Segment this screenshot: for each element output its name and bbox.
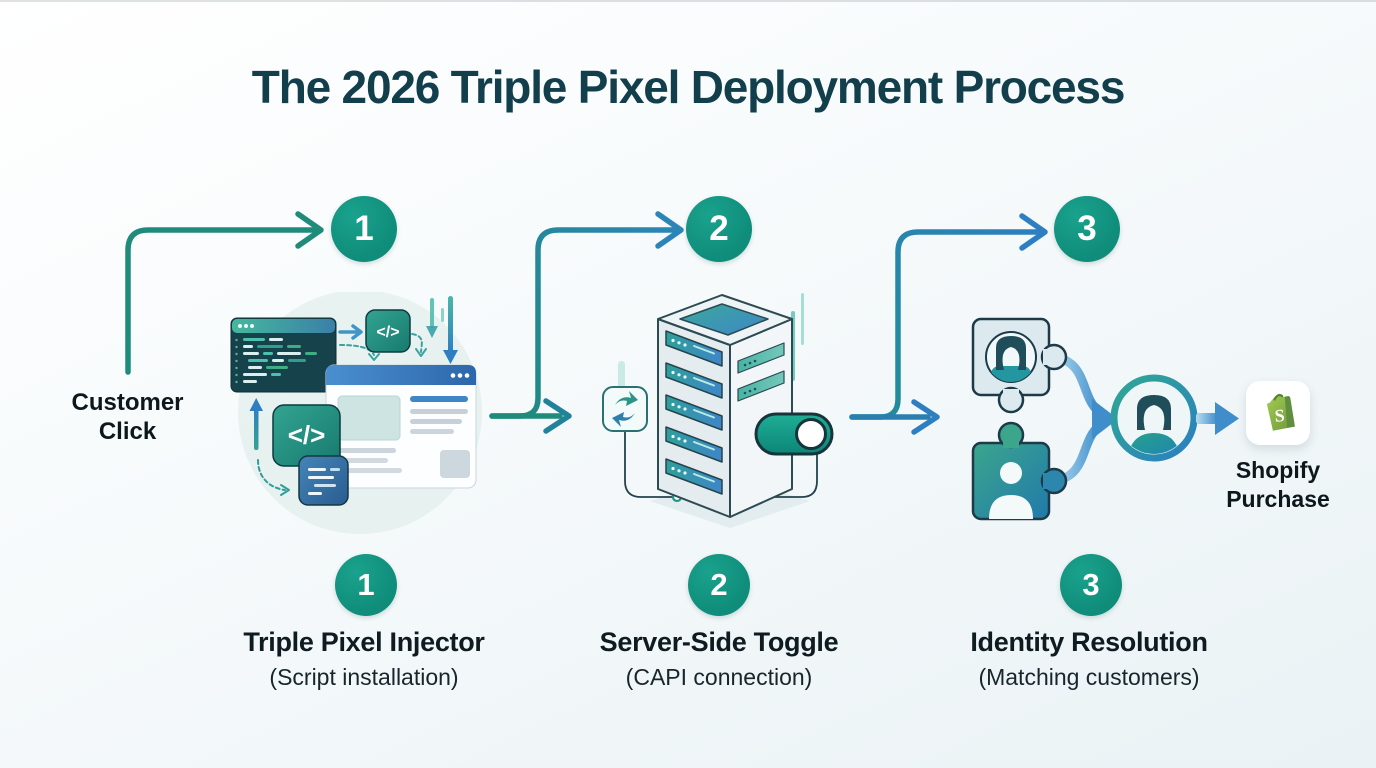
customer-click-line1: Customer (71, 389, 184, 416)
step-3-badge-top: 3 (1054, 196, 1120, 262)
dashed-loop-arrow (257, 459, 290, 496)
step-2-subtitle: (CAPI connection) (625, 664, 813, 690)
shopify-purchase-label: Shopify Purchase (1193, 456, 1363, 514)
step-3-label: Identity Resolution (Matching customers) (919, 626, 1259, 691)
step-1-title: Triple Pixel Injector (243, 627, 485, 657)
arrow-to-shopify-icon (1196, 402, 1239, 435)
browser-window (325, 364, 477, 489)
up-arrow-icon (249, 398, 263, 450)
toggle-icon (754, 412, 834, 456)
code-snippet-icon (298, 455, 349, 506)
step-1-label: Triple Pixel Injector (Script installati… (194, 626, 534, 691)
shopify-label-line1: Shopify (1235, 457, 1321, 483)
top-divider (0, 0, 1376, 2)
puzzle-piece-female (971, 317, 1068, 414)
server-toggle-illustration (602, 293, 834, 528)
pixel-injector-illustration: </> </> (230, 292, 482, 534)
code-editor-window (230, 317, 337, 393)
puzzle-piece-male (971, 421, 1068, 521)
step-1-badge-bottom: 1 (335, 554, 397, 616)
male-silhouette-icon (989, 462, 1033, 519)
merge-arrow (1049, 352, 1118, 486)
sync-icon (602, 386, 648, 432)
step-1-badge-top: 1 (331, 196, 397, 262)
shopify-purchase-icon: S (1246, 381, 1310, 445)
step-3-subtitle: (Matching customers) (978, 664, 1200, 690)
resolved-avatar-icon (1110, 374, 1198, 462)
code-icon-large: </> (272, 404, 341, 467)
server-icon (657, 294, 793, 518)
step-3-title: Identity Resolution (970, 627, 1208, 657)
step-2-badge-top: 2 (686, 196, 752, 262)
code-icon: </> (365, 309, 411, 353)
customer-click-label: Customer Click (40, 388, 215, 446)
flow-arrow-right (338, 324, 380, 361)
step-3-badge-bottom: 3 (1060, 554, 1122, 616)
svg-text:</>: </> (288, 420, 326, 450)
dashed-flow-down (411, 333, 427, 357)
step-2-title: Server-Side Toggle (599, 627, 839, 657)
svg-text:S: S (1274, 405, 1285, 426)
step-2-label: Server-Side Toggle (CAPI connection) (549, 626, 889, 691)
shopify-label-line2: Purchase (1226, 486, 1330, 512)
svg-text:</>: </> (376, 324, 399, 341)
customer-click-line2: Click (98, 418, 157, 445)
shopify-bag-icon: S (1267, 393, 1295, 431)
page-title: The 2026 Triple Pixel Deployment Process (251, 61, 1126, 113)
down-arrows-icon (426, 296, 458, 364)
step-2-badge-bottom: 2 (688, 554, 750, 616)
step-1-subtitle: (Script installation) (269, 664, 459, 690)
identity-resolution-illustration (971, 317, 1239, 521)
